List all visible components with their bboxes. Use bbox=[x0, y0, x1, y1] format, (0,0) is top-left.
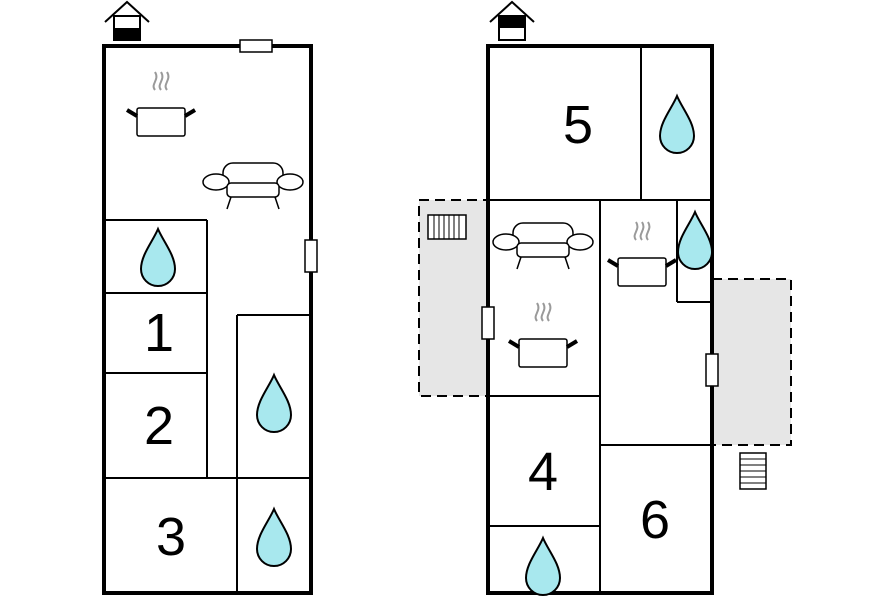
sofa-icon bbox=[202, 162, 304, 210]
ground-floor-inner-walls bbox=[104, 219, 311, 593]
door bbox=[705, 353, 719, 387]
bathroom-drop-icon bbox=[140, 228, 176, 287]
door bbox=[304, 239, 318, 273]
bathroom-drop-icon bbox=[677, 211, 713, 270]
house-upper-floor-icon bbox=[489, 0, 535, 41]
house-ground-floor-icon bbox=[104, 0, 150, 41]
door bbox=[481, 306, 495, 340]
kitchen-pot-icon bbox=[125, 70, 197, 138]
upper-floor-plan: 5 4 6 bbox=[418, 0, 792, 596]
bathroom-drop-icon bbox=[256, 508, 292, 567]
ground-floor-plan: 1 2 3 bbox=[102, 0, 318, 595]
upper-floor-inner-walls bbox=[488, 46, 712, 593]
room-number-6: 6 bbox=[640, 490, 670, 550]
bathroom-drop-icon bbox=[525, 537, 561, 596]
kitchen-pot-icon bbox=[507, 301, 579, 369]
terrace-right bbox=[711, 278, 792, 446]
window bbox=[239, 39, 273, 53]
room-number-5: 5 bbox=[563, 95, 593, 155]
kitchen-pot-icon bbox=[606, 220, 678, 288]
bathroom-drop-icon bbox=[659, 95, 695, 154]
stairs-icon bbox=[739, 452, 767, 490]
room-number-3: 3 bbox=[156, 507, 186, 567]
room-number-1: 1 bbox=[144, 303, 174, 363]
room-number-2: 2 bbox=[144, 396, 174, 456]
ground-floor-outline bbox=[102, 44, 313, 595]
sofa-icon bbox=[492, 222, 594, 270]
room-number-4: 4 bbox=[528, 442, 558, 502]
radiator-icon bbox=[427, 214, 467, 240]
bathroom-drop-icon bbox=[256, 374, 292, 433]
